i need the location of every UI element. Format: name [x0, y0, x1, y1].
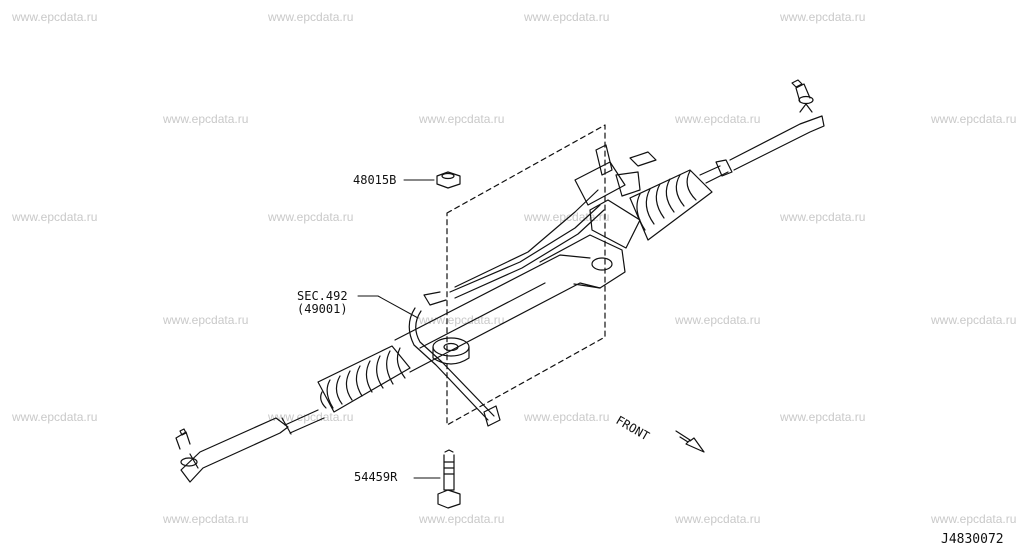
watermark-text: www.epcdata.ru	[12, 10, 98, 24]
bolt-54459r	[437, 449, 461, 509]
section-reference-label[interactable]: SEC.492	[297, 289, 348, 303]
right-tie-rod	[699, 159, 733, 184]
rack-housing	[394, 254, 601, 373]
watermark-text: www.epcdata.ru	[524, 10, 610, 24]
section-reference-number[interactable]: (49001)	[297, 302, 348, 316]
watermark-text: www.epcdata.ru	[524, 410, 610, 424]
left-mount-bushing	[432, 337, 470, 365]
watermark-text: www.epcdata.ru	[931, 112, 1017, 126]
watermark-text: www.epcdata.ru	[931, 313, 1017, 327]
watermark-text: www.epcdata.ru	[419, 512, 505, 526]
watermark-text: www.epcdata.ru	[931, 512, 1017, 526]
diagram-id: J4830072	[941, 532, 1004, 547]
hydraulic-pipes	[408, 189, 605, 427]
part-label-54459r[interactable]: 54459R	[354, 470, 398, 484]
gear-valve-body	[539, 144, 657, 289]
watermark-text: www.epcdata.ru	[780, 210, 866, 224]
part-label-48015b[interactable]: 48015B	[353, 173, 397, 187]
right-boot	[629, 169, 713, 241]
left-tie-rod	[281, 409, 325, 435]
watermark-text: www.epcdata.ru	[163, 512, 249, 526]
watermark-text: www.epcdata.ru	[675, 112, 761, 126]
right-tie-rod-end	[729, 79, 825, 171]
watermark-text: www.epcdata.ru	[268, 210, 354, 224]
watermark-text: www.epcdata.ru	[268, 10, 354, 24]
watermark-text: www.epcdata.ru	[163, 112, 249, 126]
watermark-text: www.epcdata.ru	[780, 410, 866, 424]
front-arrow-icon	[675, 430, 705, 453]
watermark-text: www.epcdata.ru	[12, 410, 98, 424]
watermark-text: www.epcdata.ru	[675, 512, 761, 526]
watermark-text: www.epcdata.ru	[419, 112, 505, 126]
watermark-text: www.epcdata.ru	[675, 313, 761, 327]
leader-lines	[357, 179, 441, 479]
watermark-text: www.epcdata.ru	[780, 10, 866, 24]
watermark-text: www.epcdata.ru	[268, 410, 354, 424]
watermark-text: www.epcdata.ru	[12, 210, 98, 224]
left-tie-rod-end	[175, 417, 289, 483]
left-boot	[317, 345, 411, 413]
assembly-dashed-outline	[446, 124, 606, 426]
nut-48015b	[436, 171, 461, 189]
watermark-text: www.epcdata.ru	[524, 210, 610, 224]
watermark-text: www.epcdata.ru	[163, 313, 249, 327]
